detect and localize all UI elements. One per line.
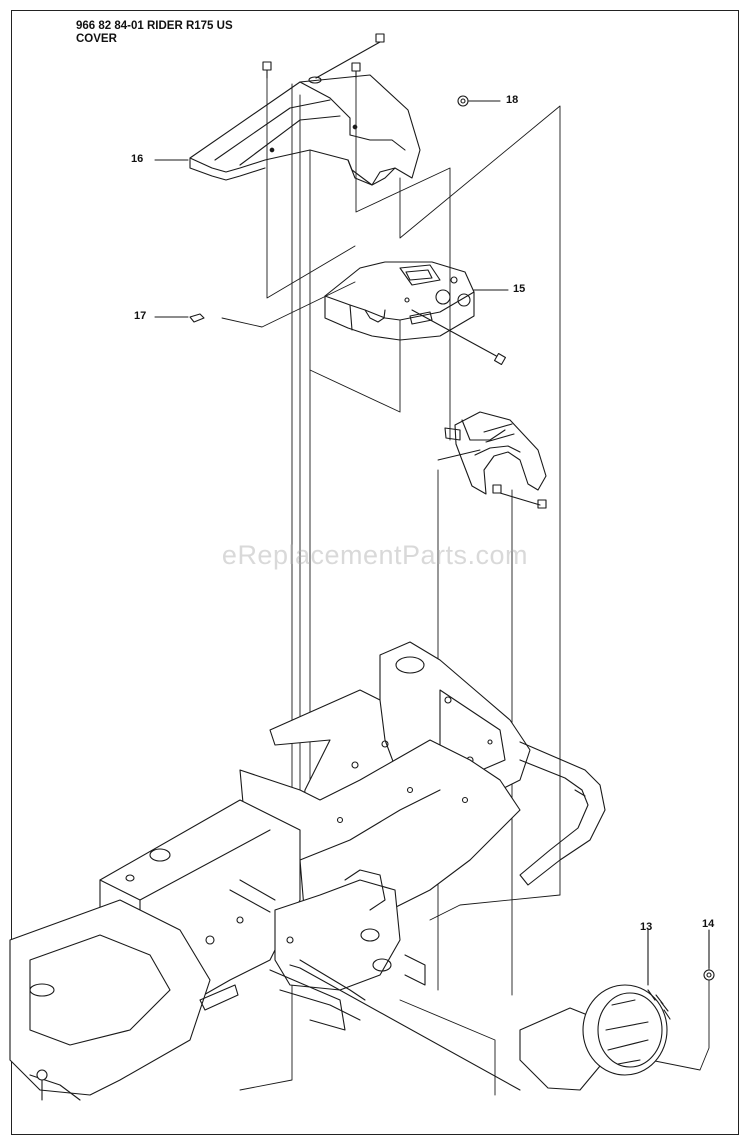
model-number: 966 82 84-01 RIDER R175 US <box>76 20 233 32</box>
section-name: COVER <box>76 33 117 45</box>
chassis-frame <box>9 641 606 1101</box>
part-18-nut <box>457 95 501 107</box>
callout-18: 18 <box>506 94 519 106</box>
part-16-upper-cover <box>189 74 421 186</box>
part-13-round-cover <box>519 929 671 1091</box>
right-bracket <box>444 411 547 509</box>
screw-icon <box>411 309 507 366</box>
part-15-console-cover <box>324 261 509 341</box>
diagram-title: 966 82 84-01 RIDER R175 US COVER <box>76 20 233 46</box>
watermark: eReplacementParts.com <box>221 540 529 570</box>
callout-15: 15 <box>513 283 526 295</box>
callout-14: 14 <box>702 918 715 930</box>
part-17-clip <box>154 313 205 323</box>
callout-13: 13 <box>640 921 653 933</box>
part-14-nut <box>703 929 715 981</box>
callout-17: 17 <box>134 310 147 322</box>
screw-icon <box>262 33 385 79</box>
callout-16: 16 <box>131 153 144 165</box>
